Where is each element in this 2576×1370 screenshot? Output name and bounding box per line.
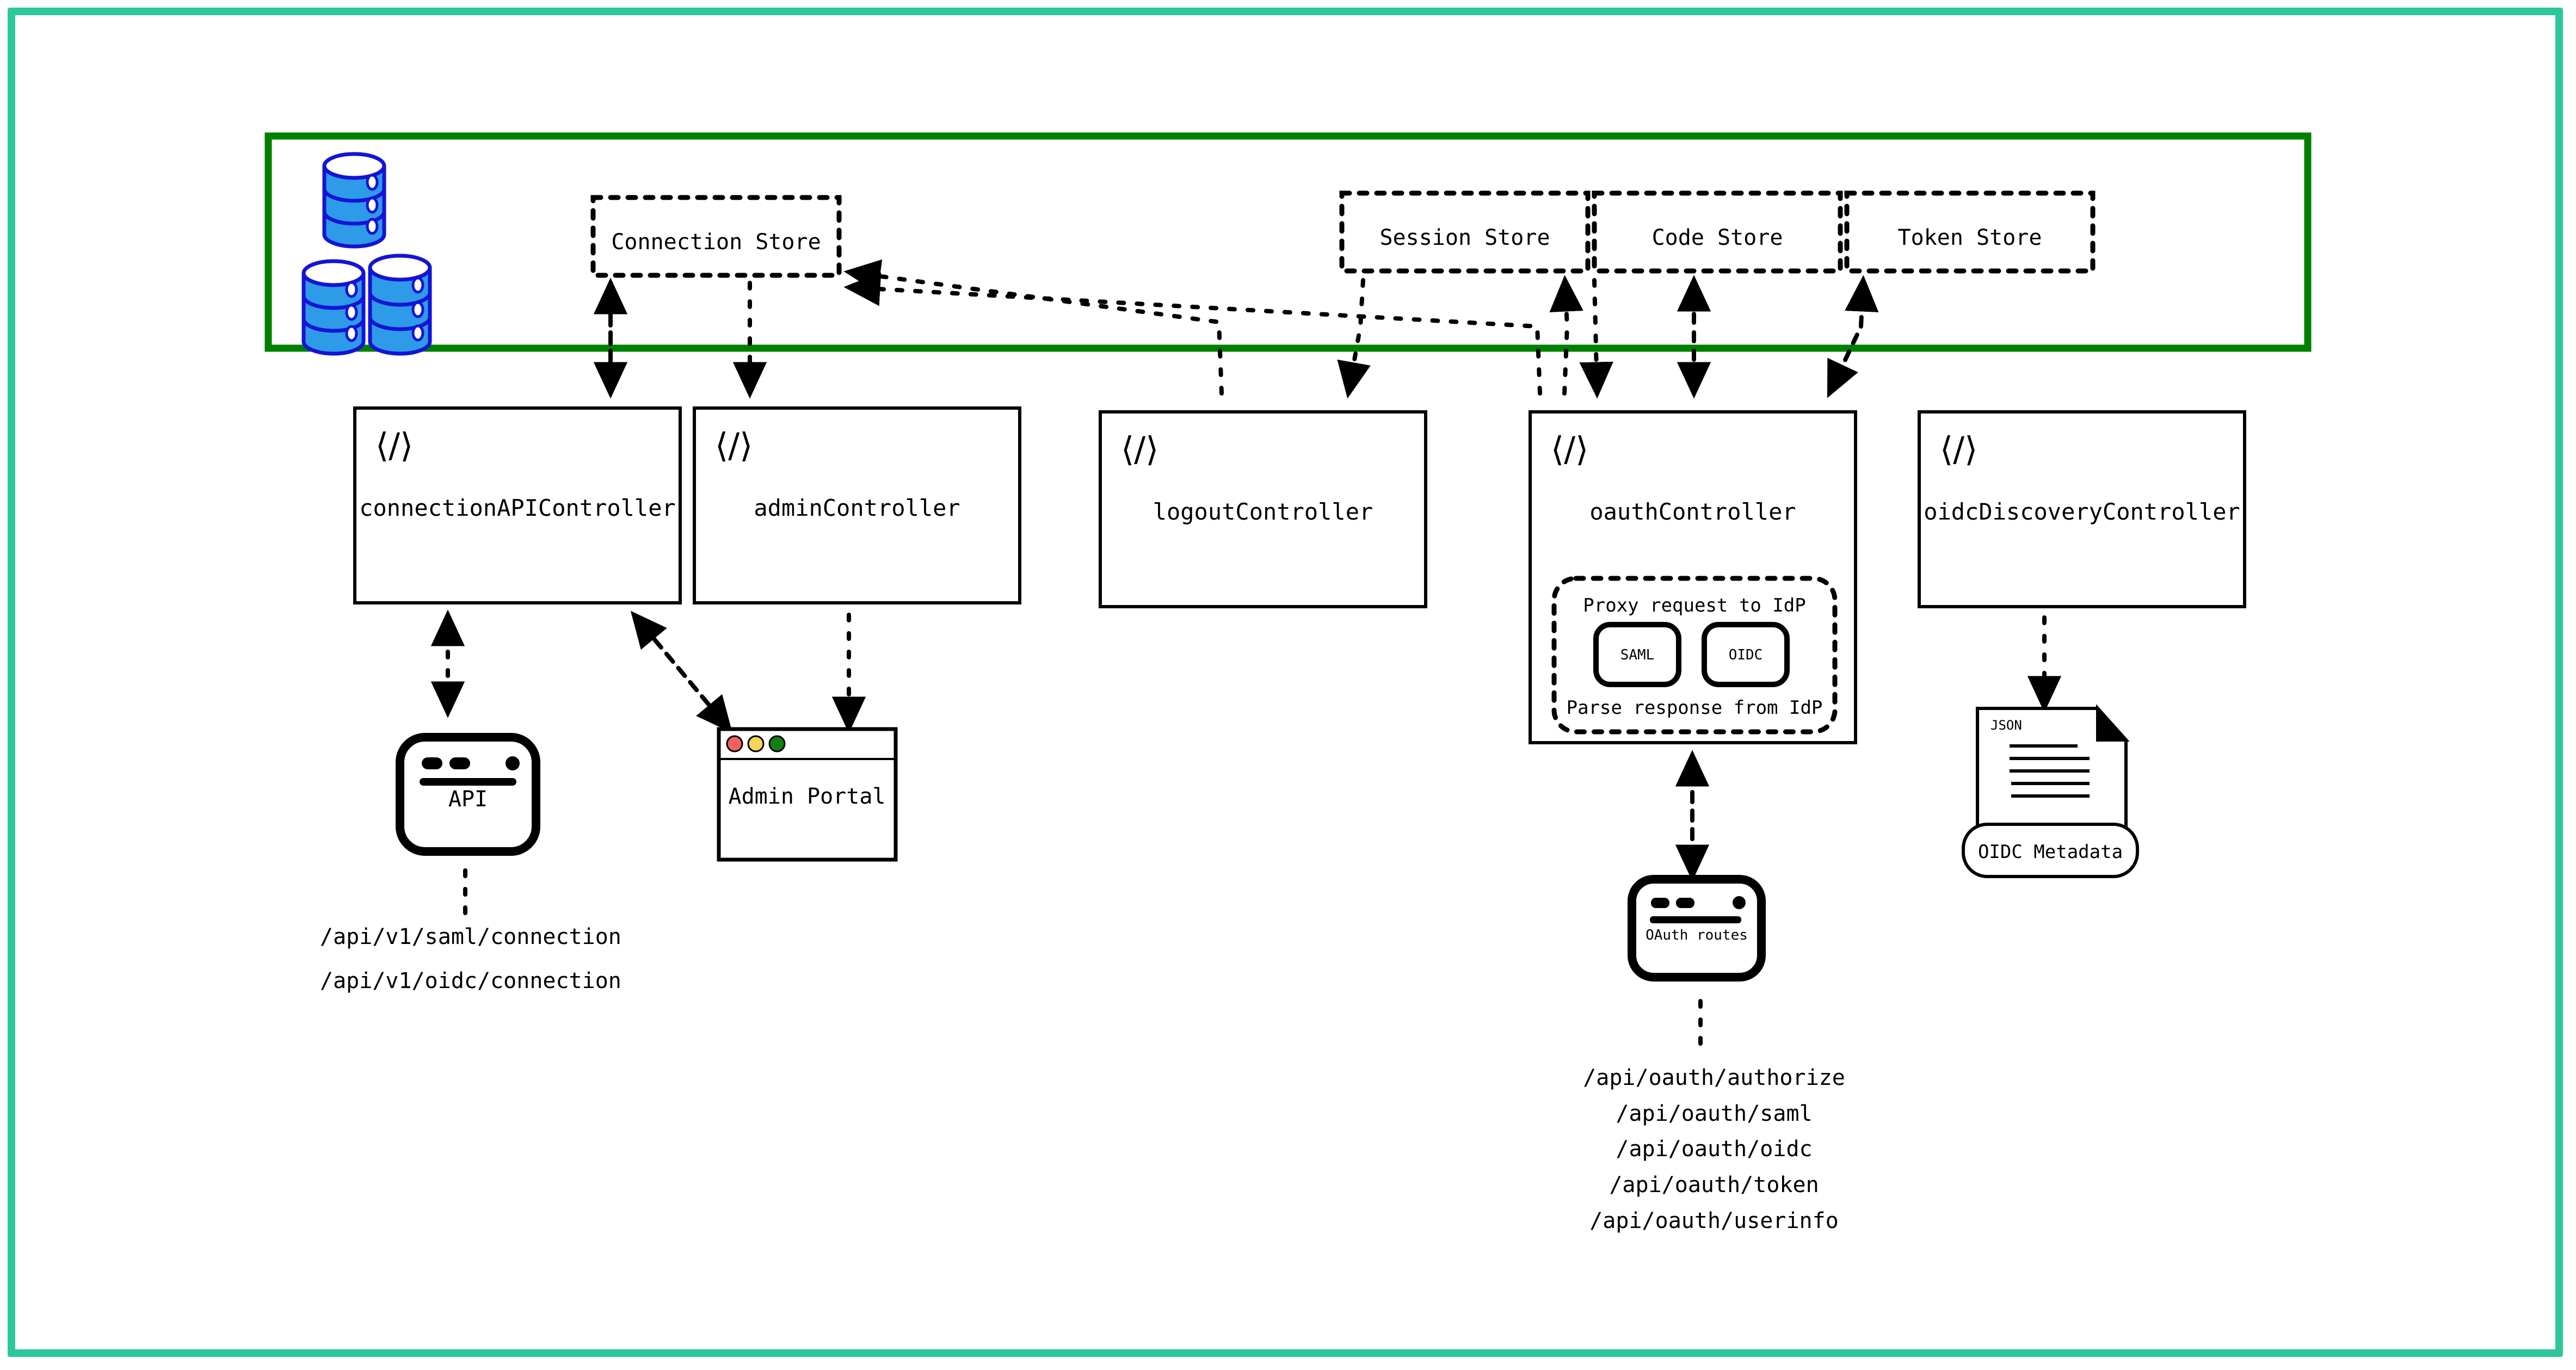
window-dot [1651,898,1669,908]
oauth-idp-proxy-region: Proxy request to IdP SAML OIDC Parse res… [1551,576,1838,735]
traffic-light-green [768,735,786,752]
connection-api-controller-box[interactable]: ⟨/⟩ connectionAPIController [353,406,682,604]
saml-protocol-label: SAML [1620,647,1655,663]
connection-store-box[interactable]: Connection Store [590,195,842,278]
arrow-connapi-to-adminportal [632,613,733,733]
arrow-sessionstore-to-logout [1337,278,1371,399]
code-icon: ⟨/⟩ [1940,429,1977,469]
code-icon: ⟨/⟩ [715,425,753,465]
code-store-label: Code Store [1652,225,1783,250]
api-client-label: API [448,787,488,812]
endpoint-item: /api/oauth/oidc [1616,1137,1812,1162]
logout-controller-label: logoutController [1153,498,1373,525]
admin-controller-label: adminController [754,495,960,521]
saml-protocol-box[interactable] [1593,622,1681,687]
code-icon: ⟨/⟩ [1121,429,1158,469]
oauth-routes-label: OAuth routes [1646,927,1748,943]
admin-portal-label: Admin Portal [729,784,886,809]
code-icon: ⟨/⟩ [375,425,413,465]
window-dot [449,757,470,769]
oidc-protocol-box[interactable] [1702,622,1790,687]
outer-frame [8,8,2563,1357]
window-titlebar-line [420,778,516,786]
endpoint-item: /api/oauth/token [1609,1172,1819,1198]
oidc-metadata-pill [1962,823,2139,878]
connection-endpoints-list: /api/v1/saml/connection /api/v1/oidc/con… [320,924,621,993]
oidc-discovery-controller-box[interactable]: ⟨/⟩ oidcDiscoveryController [1918,410,2246,608]
token-store-label: Token Store [1898,225,2042,250]
window-titlebar-line [1650,916,1741,923]
endpoint-item: /api/oauth/userinfo [1589,1208,1839,1233]
window-dot [1733,896,1746,909]
endpoint-item: /api/oauth/saml [1616,1101,1812,1126]
parse-response-label: Parse response from IdP [1567,697,1823,719]
traffic-light-red [726,735,743,752]
json-doc-type-label: JSON [1990,718,2022,733]
traffic-light-yellow [747,735,765,752]
database-stack-icon [301,152,432,356]
window-dot [422,757,442,769]
code-icon: ⟨/⟩ [1551,429,1588,469]
connection-api-controller-label: connectionAPIController [359,495,676,521]
connection-store-label: Connection Store [611,230,821,255]
arrow-oauth-to-connstore [843,272,1542,396]
oidc-discovery-controller-label: oidcDiscoveryController [1924,498,2240,525]
session-store-label: Session Store [1379,225,1550,250]
token-store-box[interactable]: Token Store [1844,190,2096,274]
proxy-request-label: Proxy request to IdP [1583,595,1805,616]
code-store-box[interactable]: Code Store [1592,190,1843,274]
admin-portal-icon[interactable]: Admin Portal [717,727,898,862]
admin-controller-box[interactable]: ⟨/⟩ adminController [693,406,1021,604]
endpoint-item: /api/oauth/authorize [1583,1065,1845,1090]
arrow-tokenstore-to-oauth [1827,278,1865,398]
api-client-icon[interactable]: API [396,733,540,856]
endpoint-item: /api/v1/saml/connection [320,924,621,949]
endpoint-item: /api/v1/oidc/connection [320,968,621,993]
oauth-controller-box[interactable]: ⟨/⟩ oauthController Proxy request to IdP… [1529,410,1857,744]
oauth-endpoints-list: /api/oauth/authorize /api/oauth/saml /ap… [1583,1065,1845,1233]
arrow-logout-to-connstore [843,259,1224,396]
oidc-metadata-icon[interactable]: JSON OIDC Metadata [1962,704,2139,878]
arrow-oauth-to-sessionstore [1549,275,1583,396]
arrow-sessionstore-to-oauth [1579,278,1613,399]
window-dot [506,756,520,770]
oidc-metadata-label: OIDC Metadata [1978,841,2123,863]
oidc-protocol-label: OIDC [1729,647,1763,663]
session-store-box[interactable]: Session Store [1339,190,1591,274]
logout-controller-box[interactable]: ⟨/⟩ logoutController [1099,410,1427,608]
oauth-controller-label: oauthController [1589,498,1796,525]
window-dot [1676,898,1694,908]
oauth-routes-icon[interactable]: OAuth routes [1628,875,1766,982]
